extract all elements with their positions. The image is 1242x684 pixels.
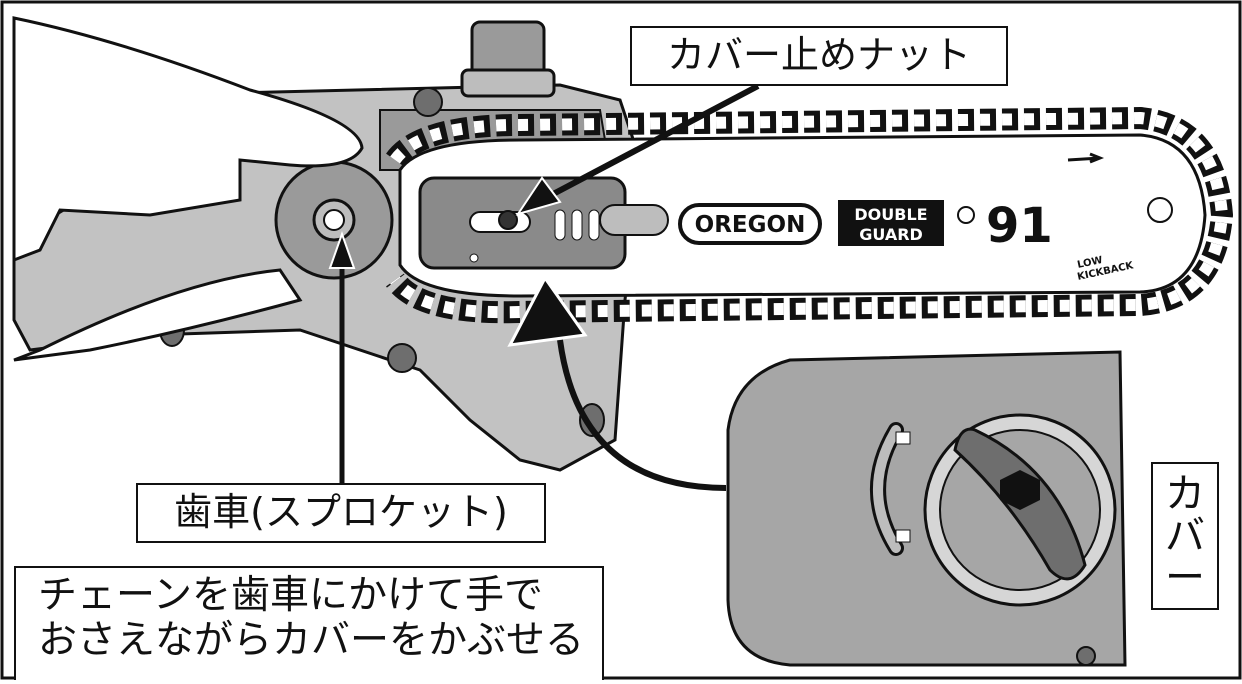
lock-icon <box>895 431 911 445</box>
low-kickback-text-1: LOW <box>1076 255 1103 271</box>
double-guard-box <box>838 200 944 246</box>
cover-label-char-3: ー <box>1165 555 1205 601</box>
sprocket-label: 歯車(スプロケット) <box>136 483 546 543</box>
arrow-cover-to-bar <box>557 339 727 491</box>
cover-nut <box>498 210 518 230</box>
oregon-logo-box <box>678 203 822 245</box>
instruction-line-1: チェーンを歯車にかけて手で <box>38 573 544 618</box>
hex-bolt <box>1000 470 1040 510</box>
instruction-box: チェーンを歯車にかけて手で おさえながらカバーをかぶせる <box>14 566 604 680</box>
cover-label-char-1: カ <box>1165 471 1205 517</box>
oregon-logo-text: OREGON <box>695 212 806 238</box>
double-guard-text-2: GUARD <box>859 225 923 244</box>
hand <box>12 16 364 263</box>
double-guard-text-1: DOUBLE <box>854 205 927 224</box>
cover-label: カ バ ー <box>1151 462 1219 610</box>
unlock-icon <box>895 529 911 543</box>
model-number: 91 <box>986 198 1053 254</box>
instruction-line-2: おさえながらカバーをかぶせる <box>38 617 585 663</box>
cover-nut-label: カバー止めナット <box>630 26 1008 86</box>
arrow-to-cover-nut <box>536 83 760 205</box>
body-screw-2 <box>387 343 417 373</box>
body-screw-1 <box>413 87 443 117</box>
cover-label-char-2: バ <box>1165 513 1205 559</box>
